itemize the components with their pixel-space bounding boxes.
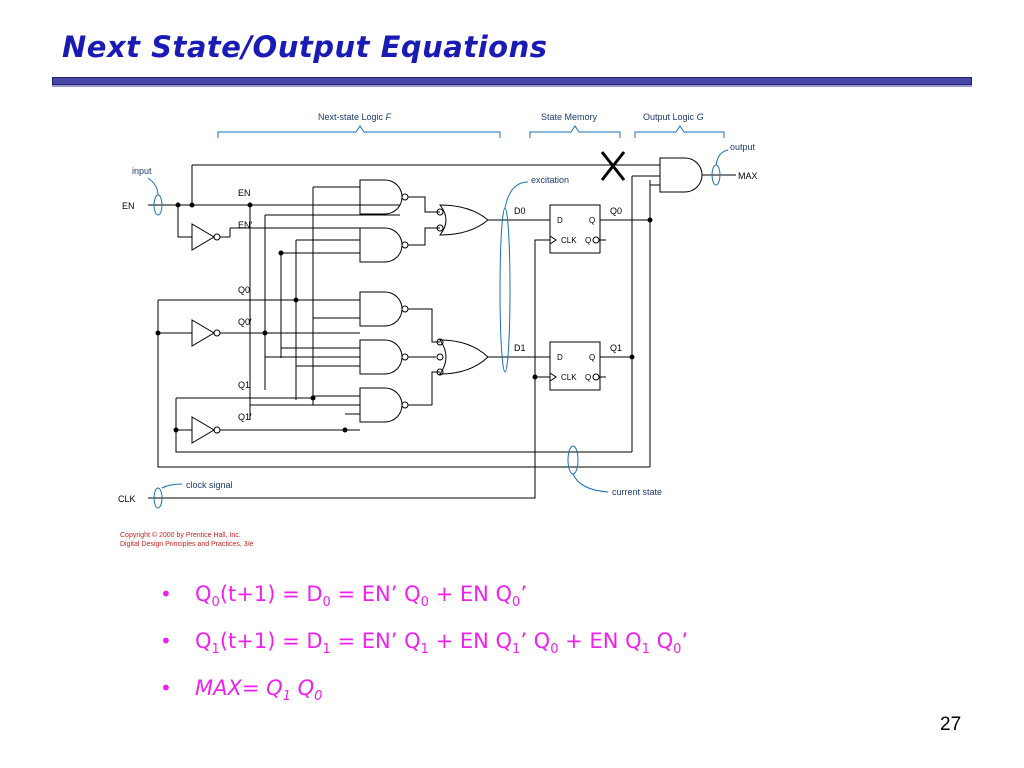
label-q1-out: Q1 — [610, 343, 622, 353]
equation-q0: • Q0(t+1) = D0 = EN’ Q0 + EN Q0’ — [160, 582, 527, 610]
label-en: EN — [238, 188, 251, 198]
title-divider — [52, 77, 972, 85]
equation-list: • Q0(t+1) = D0 = EN’ Q0 + EN Q0’ • Q1(t+… — [160, 580, 688, 721]
label-q0: Q0 — [238, 285, 250, 295]
label-state-memory: State Memory — [541, 112, 598, 122]
label-excitation: excitation — [531, 175, 569, 185]
excitation-marker — [499, 207, 511, 373]
label-input: input — [132, 166, 152, 176]
cross-mark-icon — [600, 151, 626, 181]
inverter-q1 — [191, 416, 215, 444]
ff0-q-label: Q — [589, 216, 595, 225]
label-output-logic: Output Logic G — [643, 112, 704, 122]
brace-output-logic — [634, 125, 725, 138]
clk-marker — [153, 487, 163, 509]
label-clock-signal: clock signal — [186, 480, 233, 490]
label-d1: D1 — [514, 343, 526, 353]
and-gate-5 — [359, 387, 403, 423]
ff0-clk-label: CLK — [561, 236, 577, 245]
ff1-clk-label: CLK — [561, 373, 577, 382]
ff0-d-label: D — [557, 216, 563, 225]
label-output: output — [730, 142, 756, 152]
copyright-notice: Copyright © 2000 by Prentice Hall, Inc. … — [120, 531, 253, 549]
brace-next-state-logic — [217, 125, 501, 138]
and-gate-2 — [359, 227, 403, 263]
ff0-qbar-label: Q — [585, 236, 591, 245]
output-and-gate — [659, 157, 703, 193]
label-max: MAX — [738, 171, 758, 181]
label-en-bar: EN′ — [238, 220, 253, 230]
or-gate-1 — [438, 204, 489, 236]
current-state-marker — [567, 445, 579, 475]
equation-q1: • Q1(t+1) = D1 = EN’ Q1 + EN Q1’ Q0 + EN… — [160, 629, 689, 657]
label-clk: CLK — [118, 494, 136, 504]
bullet-icon: • — [160, 676, 172, 700]
label-en-input: EN — [122, 201, 135, 211]
and-gate-1 — [359, 179, 403, 215]
brace-state-memory — [529, 125, 621, 138]
ff1-qbar-label: Q — [585, 373, 591, 382]
and-gate-3 — [359, 291, 403, 327]
ff1-d-label: D — [557, 353, 563, 362]
label-q1-bar: Q1′ — [238, 412, 252, 422]
label-q1: Q1 — [238, 380, 250, 390]
ff1-q-label: Q — [589, 353, 595, 362]
inverter-en — [191, 223, 215, 251]
label-q0-out: Q0 — [610, 206, 622, 216]
title-divider-shadow — [52, 85, 972, 87]
bullet-icon: • — [160, 582, 172, 606]
label-q0-bar: Q0′ — [238, 317, 252, 327]
page-number: 27 — [940, 714, 962, 735]
or-gate-2 — [439, 339, 489, 375]
copyright-line-2: Digital Design Principles and Practices,… — [120, 541, 254, 548]
and-gate-4 — [359, 339, 403, 375]
d-flip-flop-1 — [549, 341, 601, 391]
state-machine-circuit-diagram: Next-state Logic F State Memory Output L… — [118, 112, 758, 509]
slide-title: Next State/Output Equations — [62, 30, 548, 64]
label-d0: D0 — [514, 206, 526, 216]
inverter-q0 — [191, 319, 215, 347]
equation-max: • MAX= Q1 Q0 — [160, 676, 323, 704]
label-next-state-logic: Next-state Logic F — [318, 112, 392, 122]
d-flip-flop-0 — [549, 204, 601, 254]
copyright-line-1: Copyright © 2000 by Prentice Hall, Inc. — [120, 532, 241, 539]
label-current-state: current state — [612, 487, 662, 497]
bullet-icon: • — [160, 629, 172, 653]
